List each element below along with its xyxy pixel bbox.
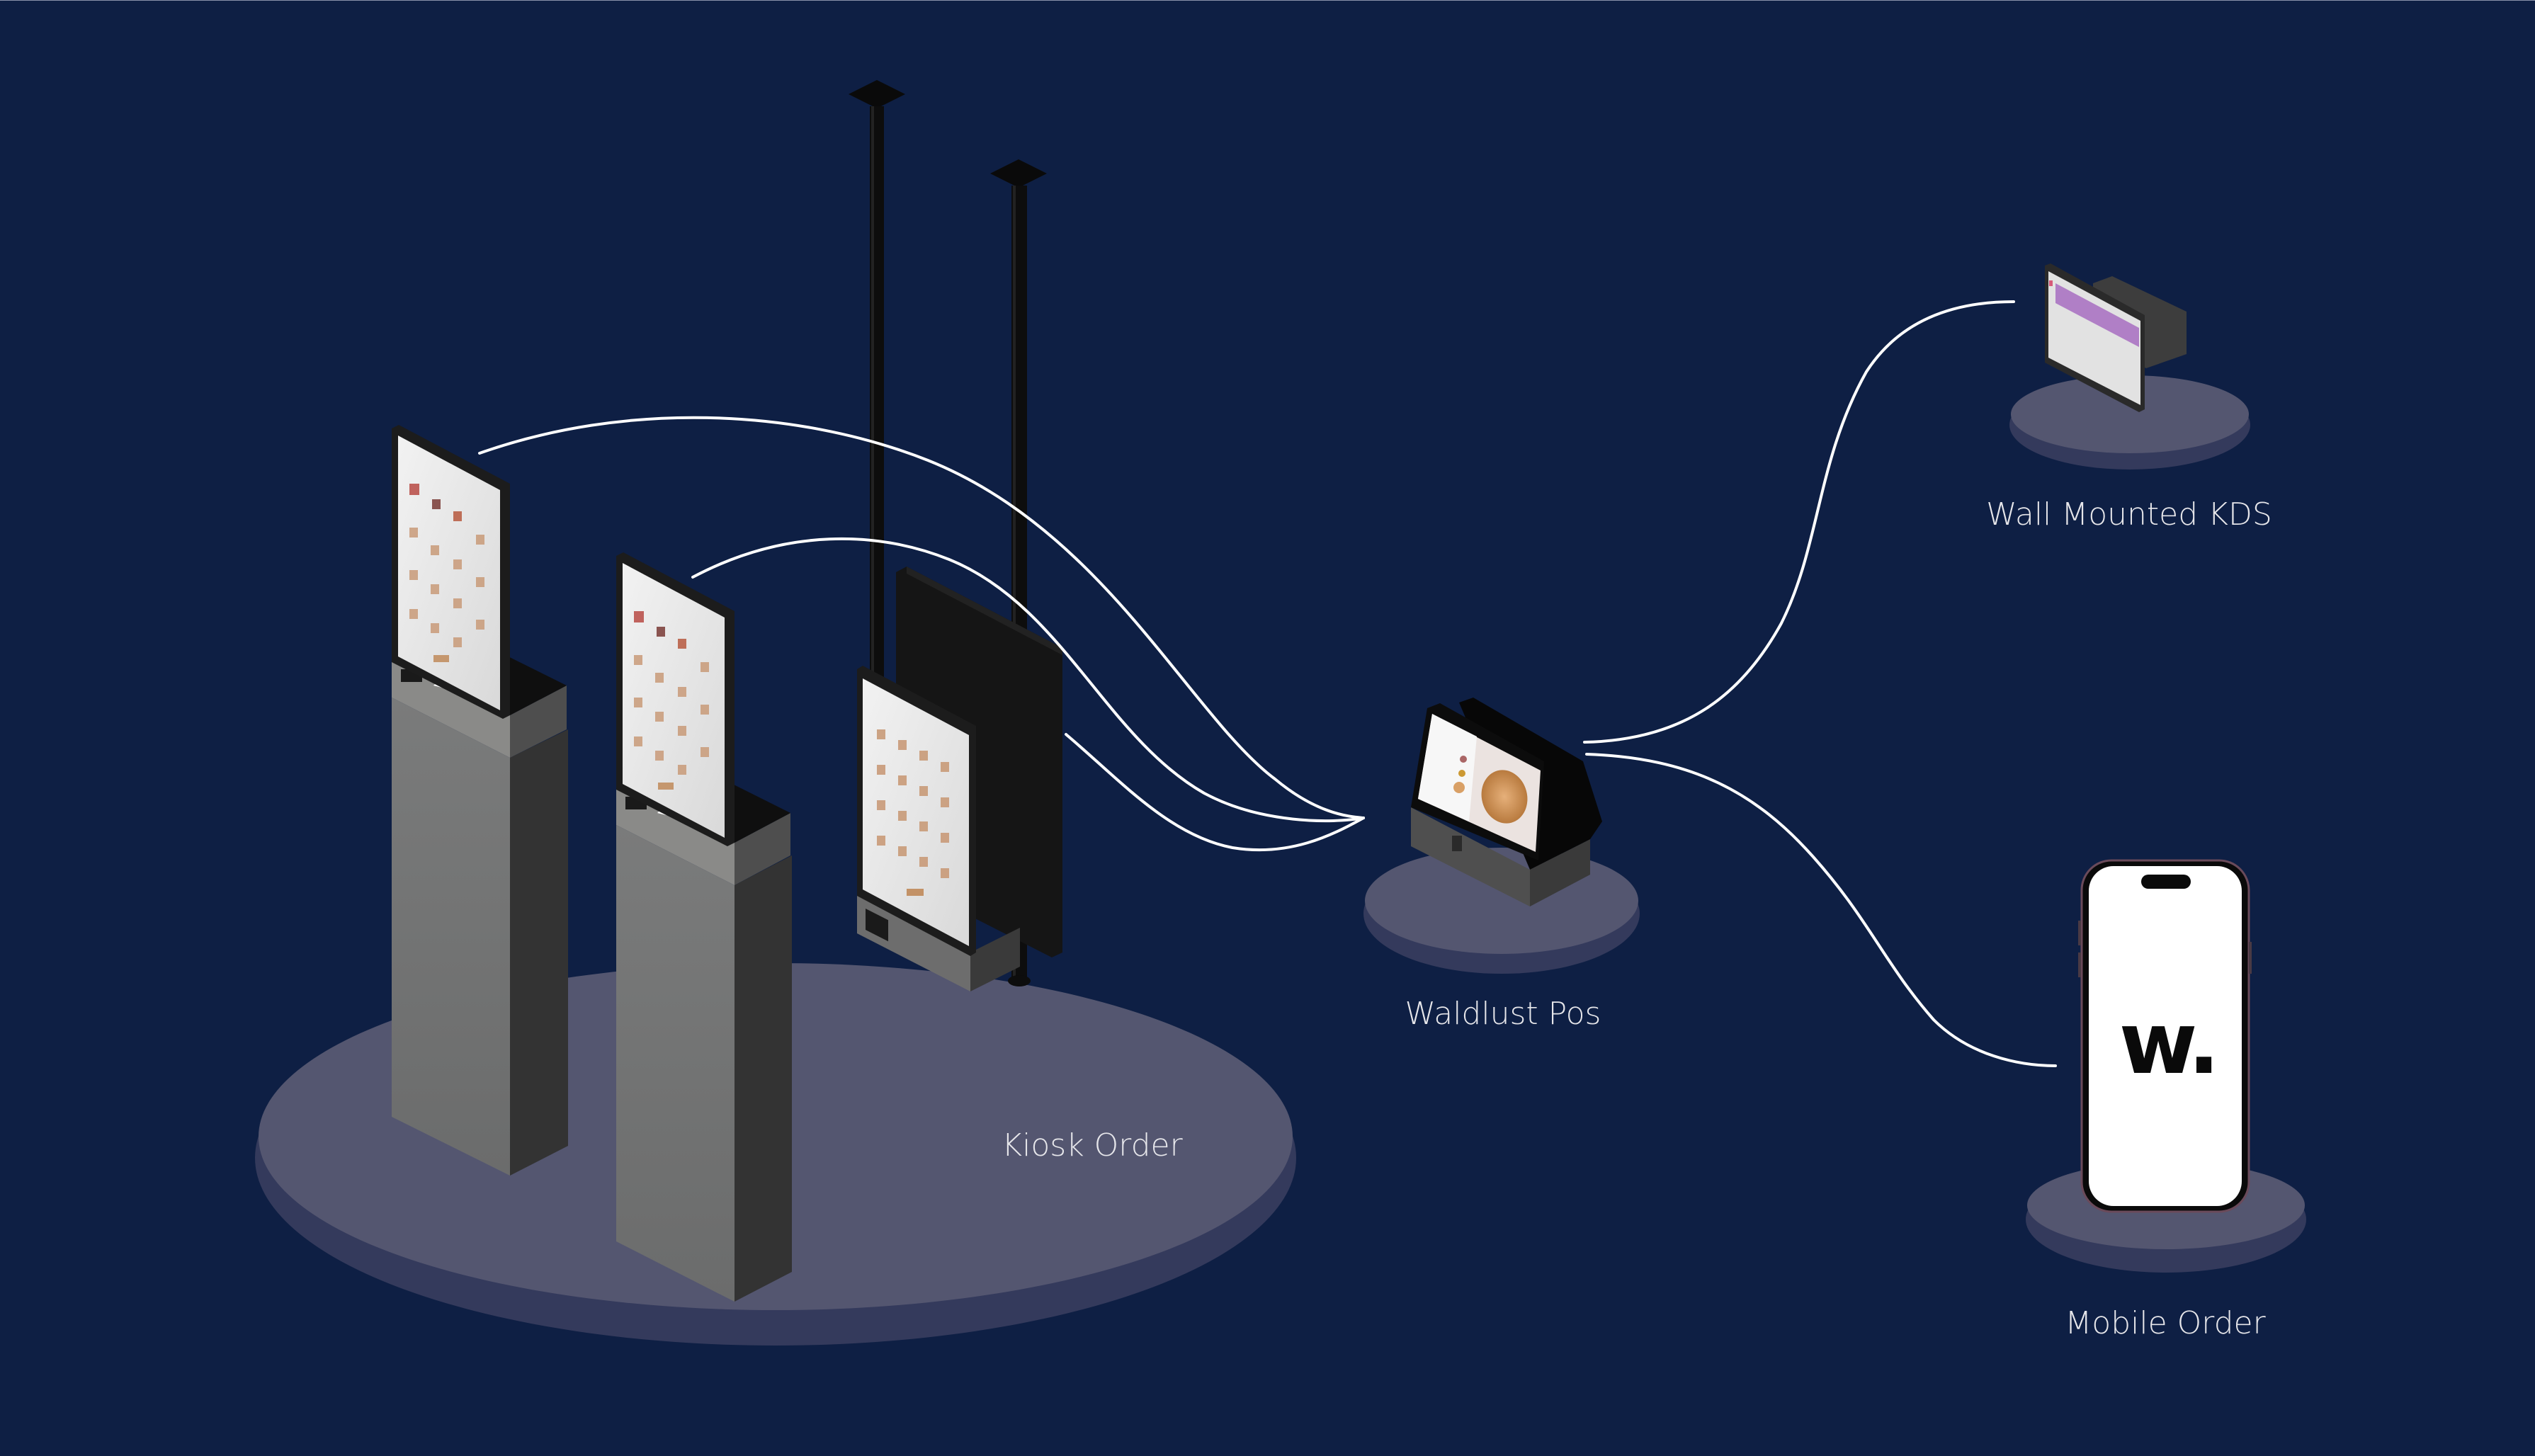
kiosk-3 xyxy=(857,567,1062,991)
label-kiosk-order: Kiosk Order xyxy=(1002,1127,1183,1164)
connector-pos-to-kds xyxy=(1583,300,2015,744)
connector-kiosk3-to-pos xyxy=(1065,733,1365,852)
connector-kiosk2-to-pos xyxy=(691,537,1365,823)
wall-mounted-kds xyxy=(2045,263,2187,412)
mobile-logo: w. xyxy=(2119,995,2216,1093)
kiosk-1 xyxy=(392,425,568,1176)
ceiling-pole-1 xyxy=(849,80,905,744)
connector-kiosk1-to-pos xyxy=(478,416,1365,819)
connector-pos-to-mobile xyxy=(1585,753,2057,1067)
pos-terminal xyxy=(1411,698,1602,906)
label-wall-mounted-kds: Wall Mounted KDS xyxy=(1986,496,2272,533)
kiosk-2 xyxy=(616,552,792,1302)
label-waldlust-pos: Waldlust Pos xyxy=(1405,996,1601,1032)
top-border xyxy=(0,0,2535,1)
label-mobile-order: Mobile Order xyxy=(2065,1305,2266,1341)
mobile-phone: w. xyxy=(2078,859,2252,1213)
kds-platform xyxy=(2009,375,2250,470)
